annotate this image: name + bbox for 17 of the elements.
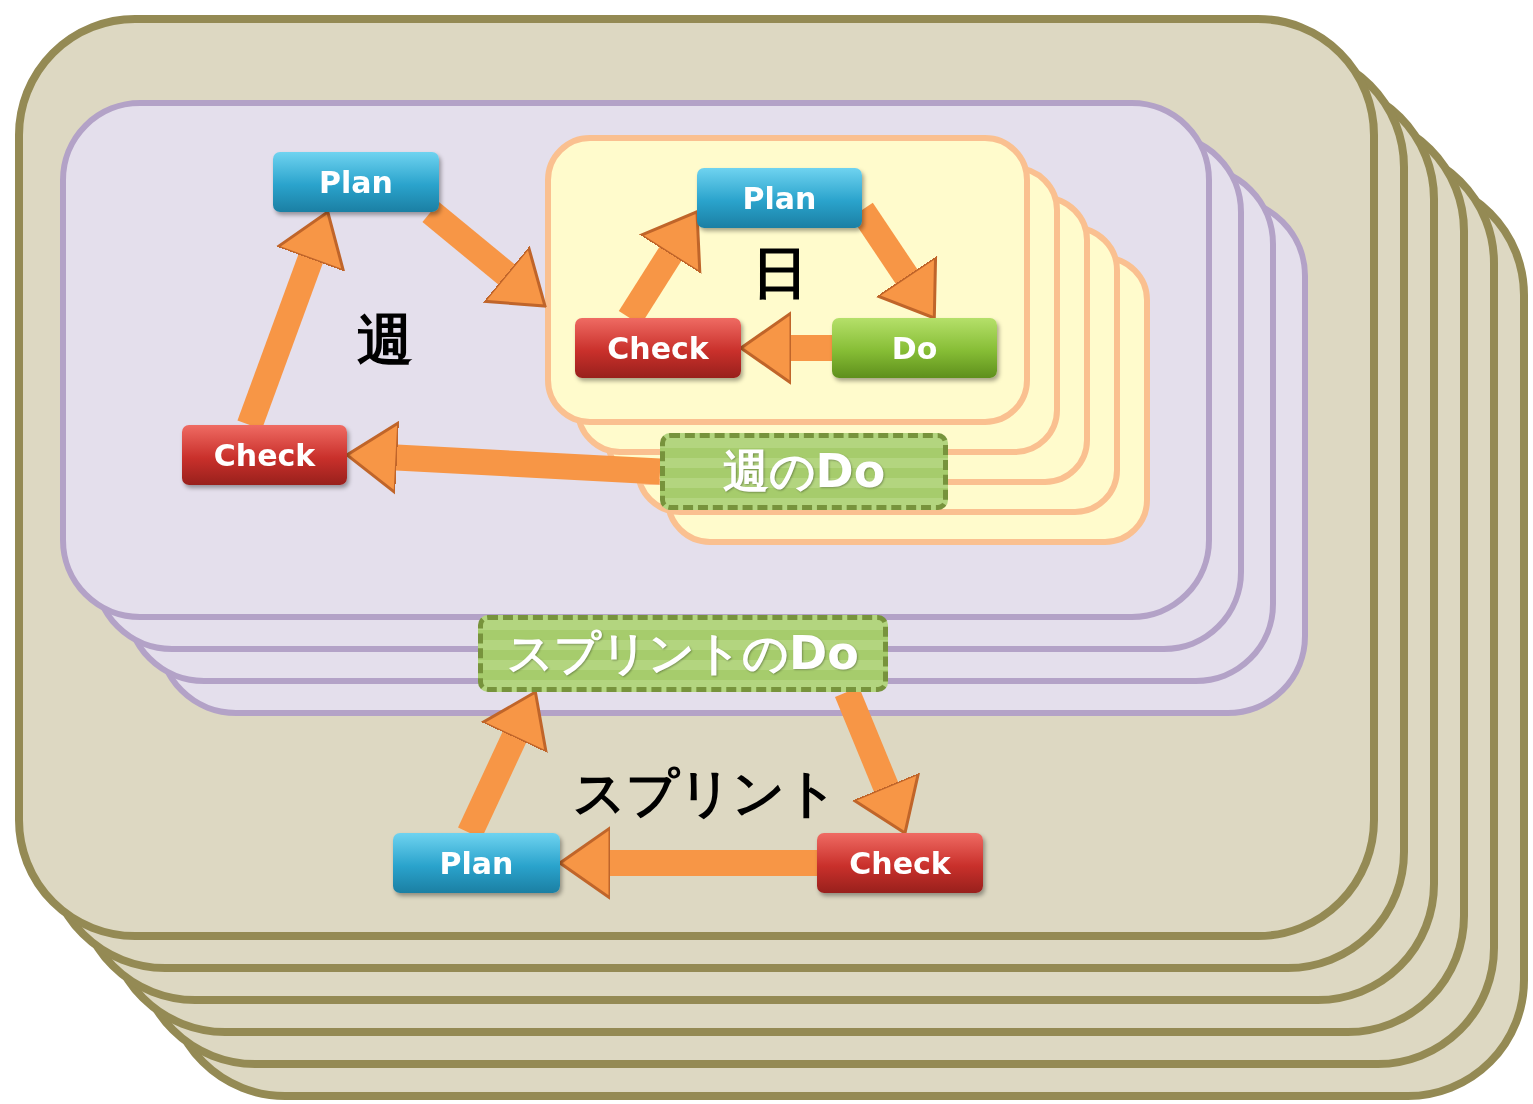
step-box: Plan	[697, 168, 862, 228]
step-box: Check	[817, 833, 983, 893]
step-box: Check	[182, 425, 347, 485]
step-box: Plan	[393, 833, 560, 893]
arrow	[345, 421, 661, 495]
arrow	[739, 311, 832, 385]
step-box: Check	[575, 318, 741, 378]
step-box: Do	[832, 318, 997, 378]
panel-heading: 週	[356, 306, 414, 374]
arrow	[558, 826, 817, 900]
dashed-box: スプリントのDo	[478, 615, 888, 692]
rounded-panel	[545, 135, 1030, 425]
dashed-box: 週のDo	[660, 433, 948, 510]
rounded-panel	[15, 15, 1378, 940]
rounded-panel	[60, 100, 1212, 620]
step-box: Plan	[273, 152, 439, 212]
panel-heading: 日	[751, 239, 809, 307]
